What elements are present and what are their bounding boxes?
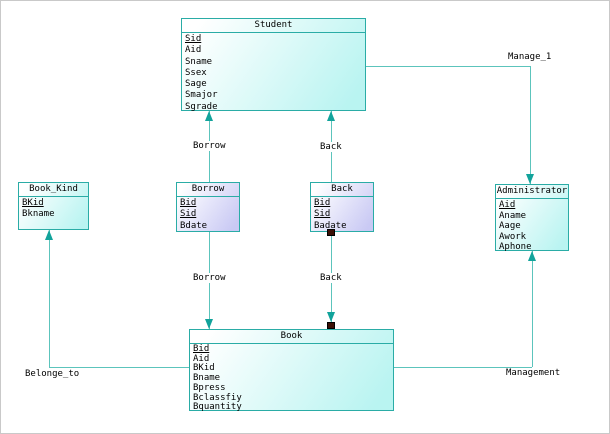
entity-field: Aid (193, 353, 210, 364)
entity-field: Sage (185, 79, 207, 90)
entity-field: Bid (180, 198, 197, 208)
arrowhead-down-borrow-book-icon (205, 319, 213, 329)
entity-field: Aname (499, 210, 527, 221)
arrowhead-up-student-borrow-icon (205, 111, 213, 121)
arrowhead-down-back-book-icon (327, 312, 335, 322)
relation-label-borrow-upper: Borrow (192, 141, 227, 151)
connector-belongeto-vline[interactable] (49, 230, 50, 367)
relation-label-belonge-to: Belonge_to (24, 369, 81, 379)
arrowhead-up-belongeto-icon (45, 230, 53, 240)
connector-manage1-vline[interactable] (530, 66, 531, 184)
entity-field: Bid (193, 344, 210, 354)
arrowhead-down-manage1-icon (526, 174, 534, 184)
entity-field: Aid (185, 45, 202, 56)
entity-field: Aid (499, 200, 516, 210)
relation-label-back-upper: Back (319, 142, 343, 152)
entity-field: Bclassfiy (193, 392, 242, 403)
entity-field: Awork (499, 231, 527, 242)
relation-borrow-title: Borrow (177, 183, 239, 197)
connector-manage1-hline[interactable] (366, 66, 530, 67)
relation-back-title: Back (311, 183, 373, 197)
entity-field: Sname (185, 56, 213, 67)
entity-field: Badate (314, 220, 347, 231)
connector-management-vline[interactable] (532, 251, 533, 367)
entity-field: Ssex (185, 67, 207, 78)
relation-label-back-lower: Back (319, 273, 343, 283)
connection-point-marker-back-bottom[interactable] (327, 229, 335, 236)
entity-field: Sid (180, 209, 197, 220)
arrowhead-up-management-icon (528, 251, 536, 261)
relation-label-management: Management (505, 368, 562, 378)
entity-field: Bname (193, 373, 221, 384)
entity-field: Smajor (185, 90, 218, 101)
entity-field: Aphone (499, 242, 532, 253)
entity-student-title: Student (182, 19, 365, 33)
connection-point-marker-book-top[interactable] (327, 322, 335, 329)
entity-field: Sid (314, 209, 331, 220)
relation-label-manage-1: Manage_1 (507, 52, 553, 62)
connector-belongeto-hline[interactable] (49, 367, 189, 368)
entity-field: Bid (314, 198, 331, 208)
arrowhead-up-student-back-icon (327, 111, 335, 121)
connector-management-hline[interactable] (394, 367, 532, 368)
entity-field: Bquantity (193, 402, 242, 413)
entity-field: Sgrade (185, 101, 218, 112)
entity-field: BKid (193, 363, 215, 374)
entity-field: Bkname (22, 209, 55, 220)
entity-field: Bdate (180, 220, 208, 231)
entity-field: Aage (499, 221, 521, 232)
relation-label-borrow-lower: Borrow (192, 273, 227, 283)
entity-field: BKid (22, 198, 44, 208)
entity-administrator-title: Administrator (496, 185, 568, 199)
entity-field: Sid (185, 34, 202, 44)
entity-book-title: Book (190, 330, 393, 344)
entity-field: Bpress (193, 382, 226, 393)
entity-book-kind-title: Book_Kind (19, 183, 88, 197)
